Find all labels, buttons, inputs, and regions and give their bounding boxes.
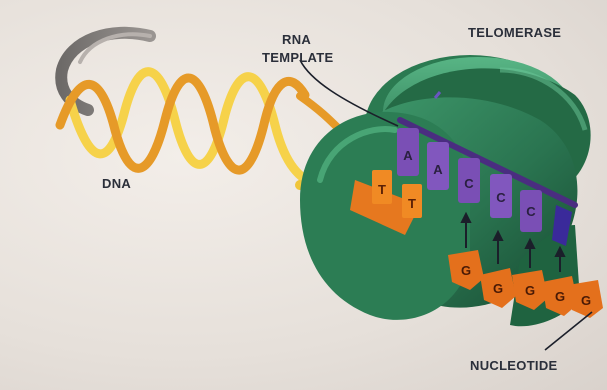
svg-text:G: G [525,283,535,298]
svg-text:A: A [403,148,413,163]
svg-text:C: C [526,204,536,219]
template-base: C [490,174,512,218]
dna-base: T [372,170,392,204]
rna-template-label-line2: TEMPLATE [262,50,334,65]
dna-base: T [402,184,422,218]
svg-text:G: G [555,289,565,304]
template-base: A [427,142,449,190]
svg-text:G: G [493,281,503,296]
nucleotide: G [568,280,603,318]
svg-text:A: A [433,162,443,177]
rna-template-label-line1: RNA [282,32,311,47]
svg-text:T: T [408,196,416,211]
template-base: C [458,158,480,203]
telomerase-label: TELOMERASE [468,25,561,40]
nucleotide-label: NUCLEOTIDE [470,358,558,373]
svg-text:G: G [581,293,591,308]
dna-label: DNA [102,176,131,191]
svg-text:G: G [461,263,471,278]
svg-text:C: C [464,176,474,191]
svg-text:C: C [496,190,506,205]
template-base: A [397,128,419,176]
svg-text:T: T [378,182,386,197]
template-base: C [520,190,542,232]
